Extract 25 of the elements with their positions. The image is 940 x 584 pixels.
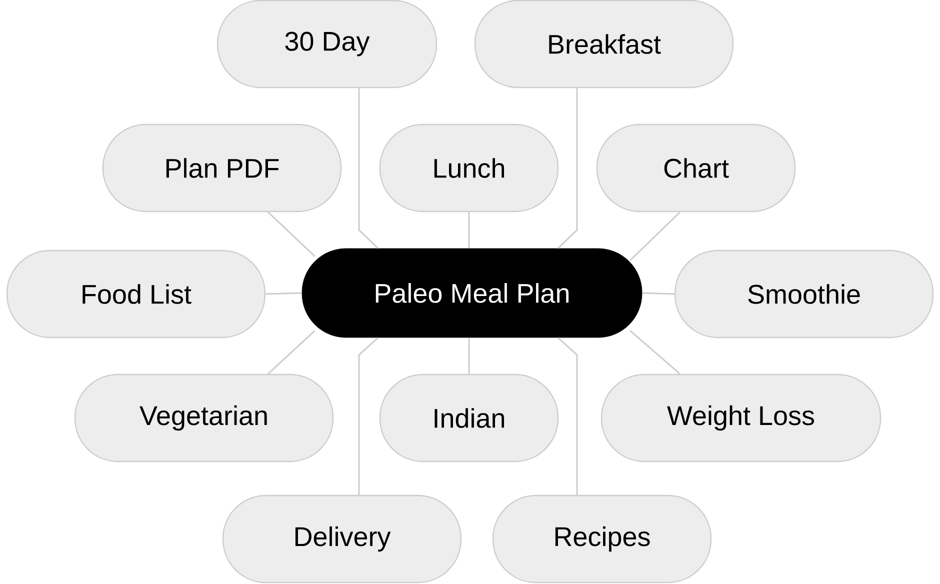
topic-pill: Vegetarian <box>74 374 334 462</box>
topic-pill: Plan PDF <box>102 124 342 212</box>
connector-line <box>630 330 680 374</box>
topic-pill: 30 Day <box>216 0 438 88</box>
connector-line <box>557 88 578 249</box>
connector-line <box>358 337 379 495</box>
topic-pill: Indian <box>379 374 559 462</box>
topic-pill: Breakfast <box>474 0 734 88</box>
connector-line <box>468 212 470 248</box>
topic-pill: Food List <box>6 250 266 338</box>
topic-pill: Weight Loss <box>600 374 882 462</box>
connector-line <box>642 292 674 295</box>
topic-pill: Delivery <box>222 494 462 584</box>
central-topic-pill: Paleo Meal Plan <box>302 248 642 338</box>
connector-line <box>266 292 302 295</box>
connector-line <box>358 88 379 249</box>
topic-pill: Chart <box>596 124 796 212</box>
connector-line <box>468 338 470 374</box>
topic-pill: Smoothie <box>674 250 934 338</box>
connector-line <box>268 212 316 257</box>
connector-line <box>558 337 578 495</box>
topic-pill: Lunch <box>379 124 559 212</box>
connector-line <box>630 212 681 261</box>
topic-pill: Recipes <box>492 494 712 584</box>
connector-line <box>268 330 316 374</box>
